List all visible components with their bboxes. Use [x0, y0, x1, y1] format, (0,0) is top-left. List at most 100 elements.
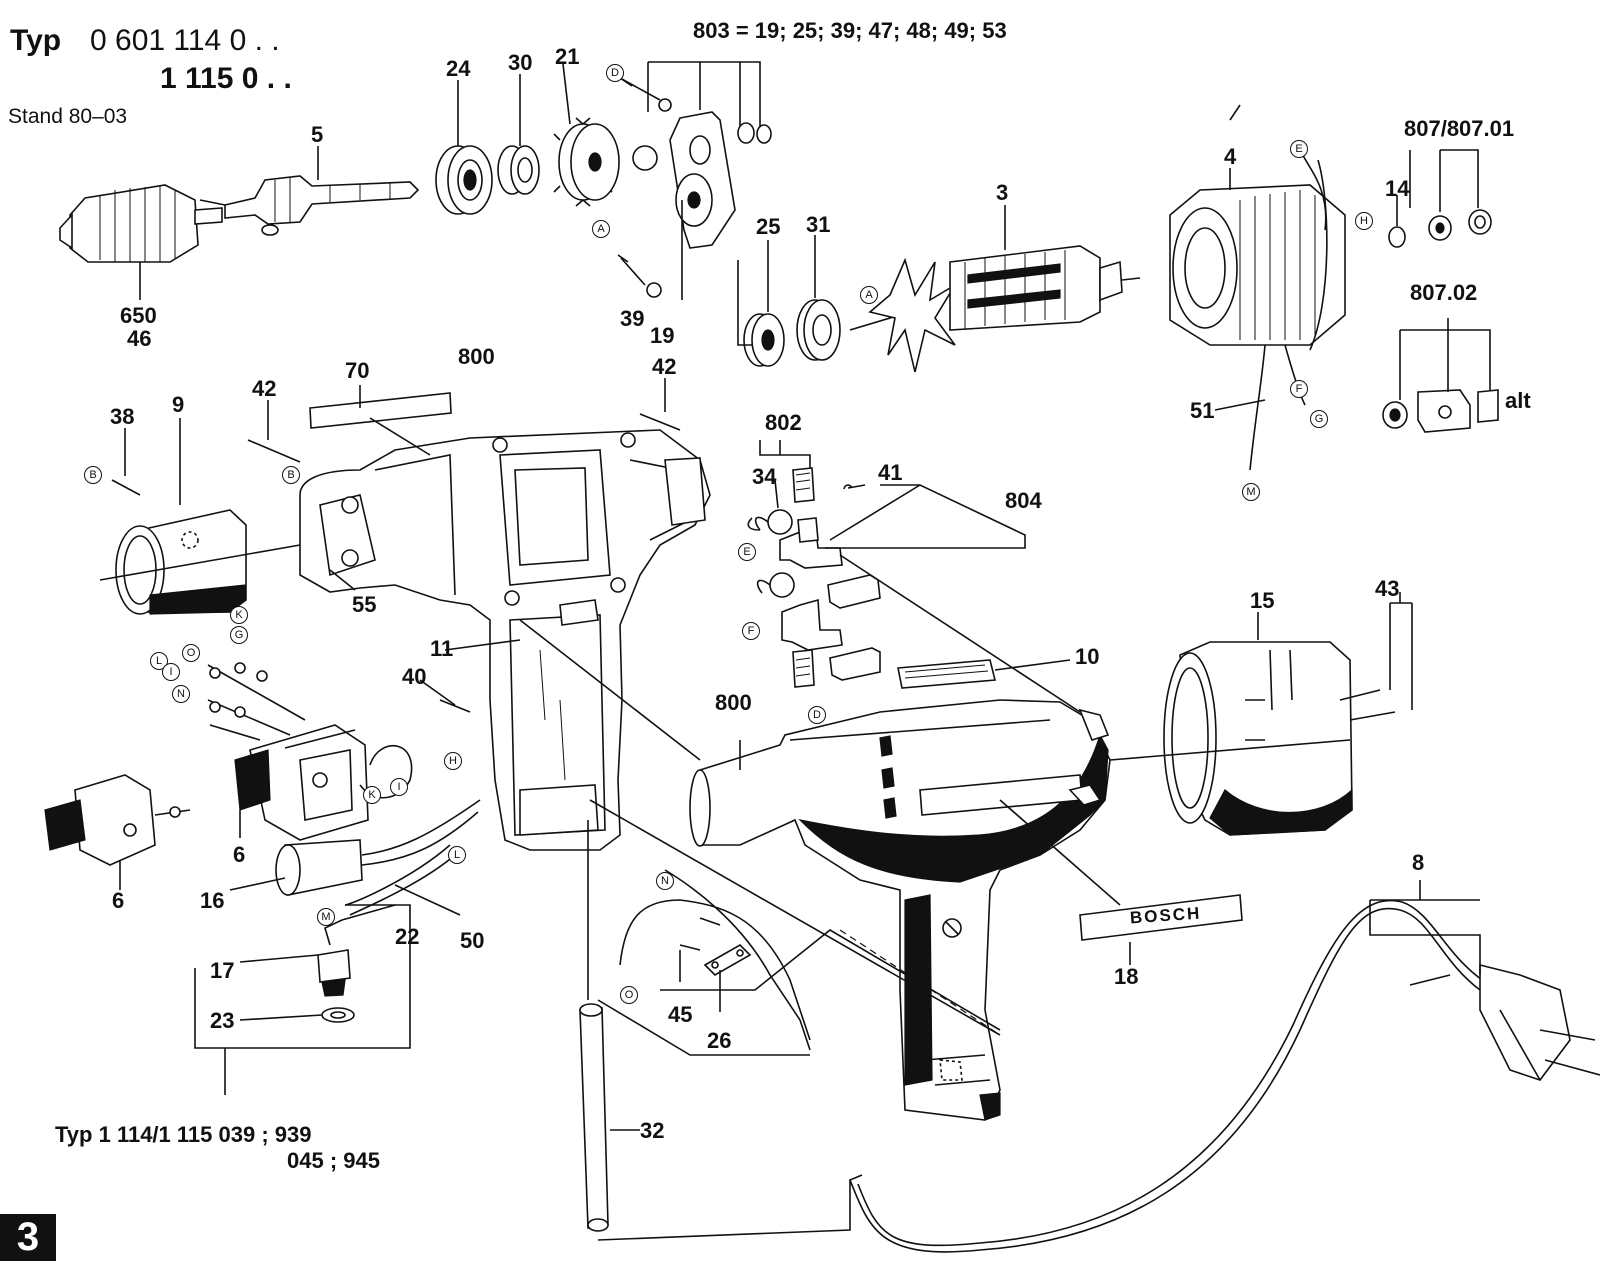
part-label-3: 3	[996, 180, 1009, 205]
marker-a-gear: A	[592, 220, 610, 238]
part-label-43: 43	[1375, 576, 1400, 601]
part-label-10: 10	[1075, 644, 1100, 669]
part-label-22: 22	[395, 924, 420, 949]
part-label-18: 18	[1114, 964, 1139, 989]
part-label-34: 34	[752, 464, 777, 489]
bosch-nameplate-18-part	[999, 799, 1243, 965]
drill-chuck-part	[59, 184, 223, 300]
bearing-25-part	[737, 240, 785, 367]
part-label-807: 807/807.01	[1404, 116, 1515, 141]
marker-l-cable: L	[448, 846, 466, 864]
part-label-70: 70	[345, 358, 370, 383]
screw-42-part	[247, 378, 681, 463]
part-label-40: 40	[402, 664, 427, 689]
housing-half-part	[299, 429, 711, 851]
part-label-16: 16	[200, 888, 225, 913]
marker-e-brush: E	[738, 543, 756, 561]
carbon-brush-802-part	[747, 440, 815, 688]
part-label-650: 650	[120, 303, 157, 328]
marker-f-field: F	[1290, 380, 1308, 398]
part-label-802: 802	[765, 410, 802, 435]
marker-n-switch: N	[172, 685, 190, 703]
marker-m-relief: M	[317, 908, 335, 926]
part-label-39: 39	[620, 306, 645, 331]
part-label-9: 9	[172, 392, 185, 417]
page-number-badge: 3	[0, 1214, 56, 1261]
part-label-15: 15	[1250, 588, 1275, 613]
assembled-housing-800-part	[689, 699, 1111, 1121]
part-label-11: 11	[430, 636, 454, 661]
marker-o-switch: O	[182, 644, 200, 662]
marker-h-wire: H	[444, 752, 462, 770]
marker-b-screw: B	[84, 466, 102, 484]
part-label-21: 21	[555, 44, 580, 69]
part-label-26: 26	[707, 1028, 732, 1053]
clamp-26-part	[660, 929, 1001, 1031]
footnote-line2: 045 ; 945	[287, 1148, 380, 1173]
screw-45-part	[679, 917, 721, 982]
type-number-line1: 0 601 114 0 . .	[90, 24, 280, 57]
marker-k-housing: K	[230, 606, 248, 624]
cable-sleeve-32-part	[579, 820, 863, 1241]
capacitor-16-part	[229, 799, 481, 896]
marker-a-armature: A	[860, 286, 878, 304]
marker-d-top: D	[606, 64, 624, 82]
part-label-50: 50	[460, 928, 485, 953]
marker-e-field: E	[1290, 140, 1308, 158]
part-label-804: 804	[1005, 488, 1042, 513]
marker-o-wire: O	[620, 986, 638, 1004]
part-label-807-02: 807.02	[1410, 280, 1478, 305]
part-label-14: 14	[1385, 176, 1410, 201]
marker-n-wire: N	[656, 872, 674, 890]
marker-h-field: H	[1355, 212, 1373, 230]
marker-g-housing: G	[230, 626, 248, 644]
wire-harness-part	[619, 869, 811, 1051]
cable-50-part	[344, 844, 461, 916]
part-label-55: 55	[352, 592, 377, 617]
bearing-plate-part	[617, 61, 772, 300]
part-label-alt: alt	[1505, 388, 1531, 413]
brush-holder-807-02-part	[1382, 318, 1499, 433]
part-label-6-a: 6	[112, 888, 125, 913]
part-label-30: 30	[508, 50, 533, 75]
part-label-41: 41	[878, 460, 903, 485]
type-number-line2: 1 115 0 . .	[160, 62, 292, 95]
part-label-800-mid: 800	[715, 690, 752, 715]
part-label-45: 45	[668, 1002, 693, 1027]
ball-bearing-part	[435, 80, 493, 215]
cover-plate-10-part	[897, 659, 1071, 689]
part-label-4: 4	[1224, 144, 1237, 169]
part-label-800-top: 800	[458, 344, 495, 369]
part-label-8: 8	[1412, 850, 1425, 875]
part-label-19: 19	[650, 323, 675, 348]
brush-holder-807-part	[1388, 149, 1492, 248]
part-label-5: 5	[311, 122, 324, 147]
motor-cap-15-part	[1109, 612, 1353, 836]
brush-holder-804-part	[779, 484, 1081, 713]
marker-f-brush: F	[742, 622, 760, 640]
type-label: Typ	[10, 24, 62, 57]
marker-d-housing: D	[808, 706, 826, 724]
part-label-17: 17	[210, 958, 235, 983]
spindle-part	[224, 146, 420, 236]
part-label-24: 24	[446, 56, 471, 81]
ring-31-part	[796, 235, 841, 361]
stand-date: Stand 80–03	[8, 105, 128, 128]
part-label-23: 23	[210, 1008, 235, 1033]
gear-part	[553, 63, 620, 207]
mains-cable-8-part	[849, 880, 1600, 1253]
screw-set-switch-part	[207, 662, 306, 741]
part-label-42-right: 42	[652, 354, 677, 379]
marker-m-field: M	[1242, 483, 1260, 501]
bushing-part	[497, 74, 540, 195]
part-label-803-group: 803 = 19; 25; 39; 47; 48; 49; 53	[693, 18, 1007, 43]
field-stator-part	[1169, 104, 1346, 471]
sleeve-9-part	[99, 418, 301, 615]
part-label-46: 46	[127, 326, 152, 351]
part-label-25: 25	[756, 214, 781, 239]
part-label-51: 51	[1190, 398, 1215, 423]
screw-43-part	[1339, 592, 1413, 721]
footnote-line1: Typ 1 114/1 115 039 ; 939	[55, 1122, 312, 1147]
marker-g-field: G	[1310, 410, 1328, 428]
